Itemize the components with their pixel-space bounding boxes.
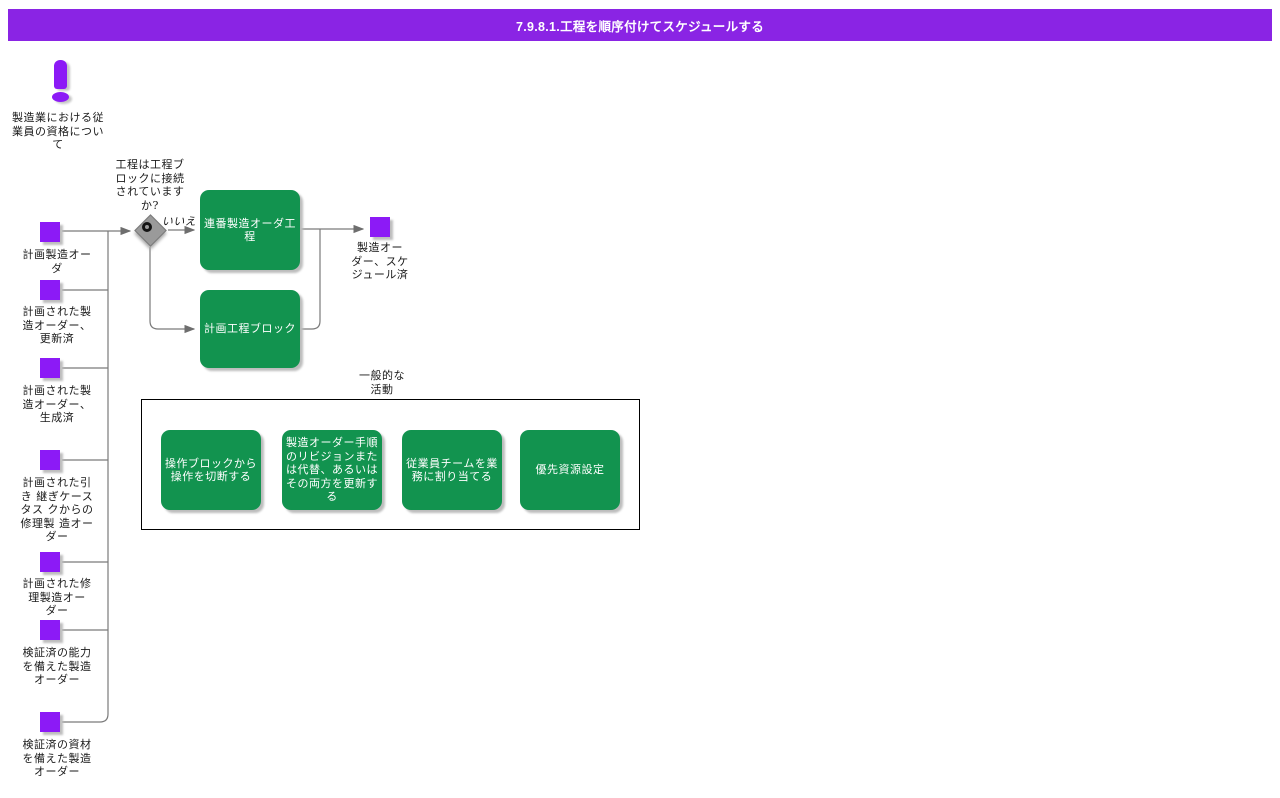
event-mfg-order-verified-capacity[interactable]: [40, 620, 60, 640]
event-label: 計画製造オー ダ: [22, 248, 92, 275]
page-title: 7.9.8.1.工程を順序付けてスケジュールする: [8, 9, 1272, 41]
decision-question-label: 工程は工程ブ ロックに接続 されています か?: [115, 158, 185, 212]
event-planned-repair-mfg-order[interactable]: [40, 552, 60, 572]
exclamation-icon: [54, 60, 67, 89]
event-planned-mfg-order[interactable]: [40, 222, 60, 242]
event-label: 計画された製 造オーダー、 更新済: [22, 305, 92, 345]
task-plan-process-block[interactable]: 計画工程ブロック: [200, 290, 300, 368]
event-mfg-order-scheduled[interactable]: [370, 217, 390, 237]
task-disconnect-operation-from-block[interactable]: 操作ブロックから 操作を切断する: [161, 430, 261, 510]
task-update-mfg-order-revision-alternate[interactable]: 製造オーダー手順 のリビジョンまた は代替、あるいは その両方を更新す る: [282, 430, 382, 510]
decision-no-branch-label: いいえ: [161, 215, 197, 228]
event-label: 計画された製 造オーダー、 生成済: [22, 384, 92, 424]
event-mfg-order-verified-material[interactable]: [40, 712, 60, 732]
task-sequential-mfg-order-process[interactable]: 連番製造オーダ工 程: [200, 190, 300, 270]
event-planned-mfg-order-generated[interactable]: [40, 358, 60, 378]
event-planned-mfg-order-updated[interactable]: [40, 280, 60, 300]
event-label: 計画された修 理製造オー ダー: [22, 577, 92, 617]
annotation-label: 製造業における従 業員の資格につい て: [12, 111, 104, 151]
event-label: 検証済の能力 を備えた製造 オーダー: [22, 646, 92, 686]
event-repair-order-from-handover-case[interactable]: [40, 450, 60, 470]
task-priority-resource-setting[interactable]: 優先資源設定: [520, 430, 620, 510]
event-label: 計画された引 き 継ぎケース タス クからの 修理製 造オー ダー: [20, 476, 94, 543]
event-label: 検証済の資材 を備えた製造 オーダー: [22, 738, 92, 778]
exclamation-icon-dot: [52, 92, 69, 102]
general-activities-title: 一般的な 活動: [359, 369, 405, 396]
event-label: 製造オー ダー、スケ ジュール済: [351, 241, 409, 281]
task-assign-employee-team[interactable]: 従業員チームを業 務に割り当てる: [402, 430, 502, 510]
gateway-circle-icon: [142, 222, 152, 232]
